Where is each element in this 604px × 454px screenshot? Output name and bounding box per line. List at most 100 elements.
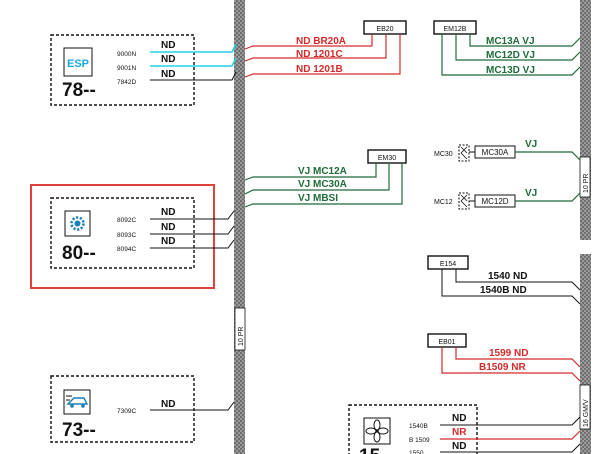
sensor-mc12-label: MC12	[434, 199, 453, 206]
em30-wire-label-3: VJ MBSI	[298, 193, 338, 204]
m80-pin-3: 8094C	[117, 246, 136, 253]
harness-bar-right-top	[580, 0, 591, 240]
eb01-wire-label-1: 1599 ND	[489, 348, 528, 359]
harness-bar-left	[234, 0, 245, 454]
mc12-wire	[515, 192, 581, 202]
eb20-wire-label-2: ND 1201C	[296, 49, 343, 60]
highlight-frame	[30, 184, 215, 289]
bundle-label-right-bottom: 16 GM/V	[579, 384, 591, 430]
mc12-wire-label: VJ	[525, 188, 537, 199]
eb01-wire-2	[441, 347, 581, 382]
m80-wire-2	[150, 225, 235, 235]
em30-wire-label-2: VJ MC30A	[298, 179, 347, 190]
connector-em30-label: EM30	[378, 155, 396, 162]
eb20-wire-3	[244, 34, 401, 78]
mc12-box-label: MC12D	[481, 197, 508, 206]
m15-signal-1: ND	[452, 413, 466, 424]
m80-signal-3: ND	[161, 236, 175, 247]
esp-icon-label: ESP	[67, 58, 89, 70]
m15-signal-3: ND	[452, 441, 466, 452]
m15-pin-1: 1540B	[409, 423, 428, 430]
eb20-wire-1	[244, 34, 373, 50]
m15-pin-3: 1550	[409, 450, 424, 454]
connector-e154[interactable]: E154	[427, 255, 469, 270]
module-15-number: 15	[359, 446, 381, 454]
sensor-mc12[interactable]: MC12 MC12D	[434, 192, 516, 210]
m80-pin-1: 8092C	[117, 217, 136, 224]
eb20-wire-2	[244, 34, 387, 62]
em12b-wire-1	[469, 34, 581, 47]
connector-em12b[interactable]: EM12B	[433, 20, 477, 35]
esp-signal-2: ND	[161, 54, 175, 65]
bundle-label-right-bottom-text: 16 GM/V	[583, 399, 590, 427]
module-80[interactable]: 80-- 8092C 8093C 8094C ND ND ND	[50, 197, 195, 269]
m80-wire-1	[150, 210, 235, 220]
m80-wire-3	[150, 239, 235, 249]
car-headlight-icon	[63, 389, 91, 415]
em12b-wire-label-2: MC12D VJ	[486, 50, 535, 61]
module-esp-number: 78--	[62, 80, 96, 101]
esp-signal-1: ND	[161, 40, 175, 51]
bundle-label-left: 10 PR	[234, 307, 246, 351]
connector-eb20[interactable]: EB20	[363, 20, 407, 35]
esp-signal-3: ND	[161, 69, 175, 80]
m15-wire-2	[440, 430, 581, 440]
m15-wire-3	[440, 443, 581, 453]
em12b-wire-2	[455, 34, 581, 61]
esp-pin-1: 9000N	[117, 51, 136, 58]
em12b-wire-3	[441, 34, 581, 76]
eb20-wire-label-3: ND 1201B	[296, 64, 343, 75]
m15-wire-1	[440, 416, 581, 426]
connector-em30[interactable]: EM30	[367, 149, 407, 164]
connector-eb01[interactable]: EB01	[427, 333, 467, 348]
em12b-wire-label-1: MC13A VJ	[486, 36, 535, 47]
em12b-wire-label-3: MC13D VJ	[486, 65, 535, 76]
eb01-wire-1	[455, 347, 581, 368]
em30-wire-1	[244, 163, 377, 181]
mc30-wire-label: VJ	[525, 139, 537, 150]
m15-signal-2: NR	[452, 427, 467, 438]
mc30-box-label: MC30A	[482, 148, 509, 157]
esp-wire-3	[150, 71, 237, 81]
harness-bar-right-bottom	[580, 254, 591, 454]
connector-eb01-label: EB01	[438, 339, 455, 346]
m15-pin-2: B 1509	[409, 437, 430, 444]
connector-eb20-label: EB20	[376, 26, 393, 33]
module-73-number: 73--	[62, 420, 96, 441]
m73-pin-1: 7309C	[117, 408, 136, 415]
eb20-wire-label-1: ND BR20A	[296, 36, 346, 47]
m80-signal-2: ND	[161, 222, 175, 233]
module-80-number: 80--	[62, 243, 96, 264]
esp-pin-2: 9001N	[117, 65, 136, 72]
mc30-wire	[515, 151, 581, 161]
connector-em12b-label: EM12B	[444, 26, 467, 33]
em30-wire-2	[244, 163, 390, 195]
climate-control-icon	[64, 210, 91, 237]
e154-wire-1	[455, 269, 581, 291]
bundle-label-right-top: 10 PR	[579, 156, 591, 198]
sensor-mc30-label: MC30	[434, 151, 453, 158]
esp-icon: ESP	[63, 47, 93, 77]
esp-pin-3: 7842D	[117, 79, 136, 86]
m80-pin-2: 8093C	[117, 232, 136, 239]
esp-wire-1	[150, 43, 237, 53]
m73-wire-1	[150, 401, 235, 411]
e154-wire-label-2: 1540B ND	[480, 285, 527, 296]
m80-signal-1: ND	[161, 207, 175, 218]
bundle-label-right-top-text: 10 PR	[583, 174, 590, 193]
esp-wire-2	[150, 57, 237, 67]
e154-wire-label-1: 1540 ND	[488, 271, 527, 282]
e154-wire-2	[441, 269, 581, 305]
em30-wire-3	[244, 163, 403, 208]
connector-e154-label: E154	[440, 261, 456, 268]
module-15[interactable]: 15 1540B B 1509 1550 ND NR ND	[348, 404, 478, 454]
fan-icon	[363, 417, 391, 445]
m73-signal-1: ND	[161, 399, 175, 410]
sensor-mc30[interactable]: MC30 MC30A	[434, 144, 516, 162]
module-esp[interactable]: ESP 78-- 9000N 9001N 7842D ND ND ND	[50, 34, 195, 106]
em30-wire-label-1: VJ MC12A	[298, 166, 347, 177]
eb01-wire-label-2: B1509 NR	[479, 362, 526, 373]
bundle-label-left-text: 10 PR	[238, 327, 245, 346]
module-73[interactable]: 73-- 7309C ND	[50, 375, 195, 443]
